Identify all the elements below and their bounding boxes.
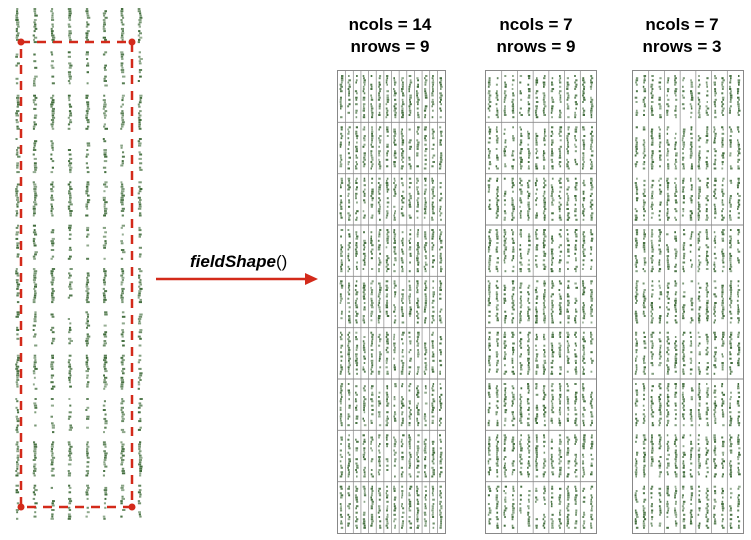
- panel-2-grid: [485, 70, 597, 534]
- function-label: fieldShape(): [190, 252, 287, 272]
- panel-3-nrows-label: nrows = 3: [642, 37, 722, 56]
- panel-2-ncols-label: ncols = 7: [499, 15, 573, 34]
- panel-3-grid: [632, 70, 744, 534]
- field-image: [4, 4, 144, 532]
- panel-1-grid-plot: [338, 71, 445, 533]
- panel-1-title: ncols = 14 nrows = 9: [315, 14, 465, 58]
- function-name: fieldShape: [190, 252, 276, 271]
- panel-3-ncols-label: ncols = 7: [645, 15, 719, 34]
- panel-1-nrows-label: nrows = 9: [350, 37, 430, 56]
- panel-2-grid-plot: [486, 71, 596, 533]
- panel-3-title: ncols = 7 nrows = 3: [607, 14, 751, 58]
- panel-2-title: ncols = 7 nrows = 9: [461, 14, 611, 58]
- panel-2-nrows-label: nrows = 9: [496, 37, 576, 56]
- panel-1-grid: [337, 70, 446, 534]
- panel-1-ncols-label: ncols = 14: [348, 15, 432, 34]
- right-arrow-icon: [156, 273, 318, 285]
- panel-3-grid-plot: [633, 71, 743, 533]
- function-parens: (): [275, 252, 288, 271]
- transform-arrow-block: fieldShape(): [150, 240, 325, 310]
- field-plot-image: [15, 8, 143, 520]
